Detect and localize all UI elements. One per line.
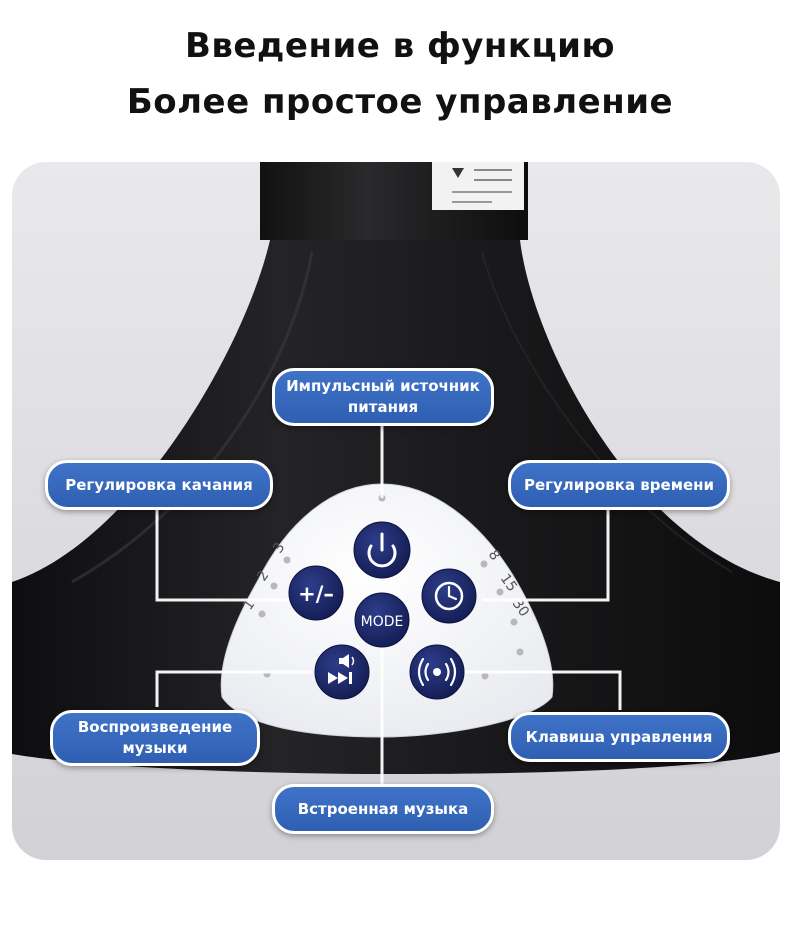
callout-power: Импульсный источник питания (272, 368, 494, 426)
indicator-dots (258, 494, 524, 680)
callout-timer: Регулировка времени (508, 460, 730, 510)
connector-music-play (155, 670, 312, 707)
swing-button[interactable]: +/– (288, 565, 344, 621)
callout-control-key: Клавиша управления (508, 712, 730, 762)
timer-button[interactable] (421, 568, 477, 624)
page-subtitle: Более простое управление (126, 82, 674, 122)
mode-button[interactable]: MODE (354, 592, 410, 648)
connector-swing (155, 482, 292, 602)
power-icon (367, 544, 397, 568)
power-button[interactable] (353, 521, 411, 579)
connector-timer (482, 482, 610, 602)
fan-base-illustration: 3 2 1 8 15 30 +/– (12, 162, 780, 787)
mode-button-label: MODE (361, 614, 404, 630)
music-play-button[interactable] (314, 644, 370, 700)
wireless-signal-icon (417, 657, 457, 687)
callout-swing: Регулировка качания (45, 460, 273, 510)
callout-connectors (155, 402, 622, 787)
connector-control (452, 670, 622, 710)
page-title-line1: Введение в функцию (184, 26, 616, 66)
callout-builtin-music: Встроенная музыка (272, 784, 494, 834)
product-photo-panel: 3 2 1 8 15 30 +/– (12, 162, 780, 860)
callout-music-play: Воспроизведение музыки (50, 710, 260, 766)
clock-icon (434, 581, 464, 611)
speaker-next-icon (328, 654, 355, 684)
swing-button-label: +/– (298, 582, 334, 606)
control-key-button[interactable] (409, 644, 465, 700)
